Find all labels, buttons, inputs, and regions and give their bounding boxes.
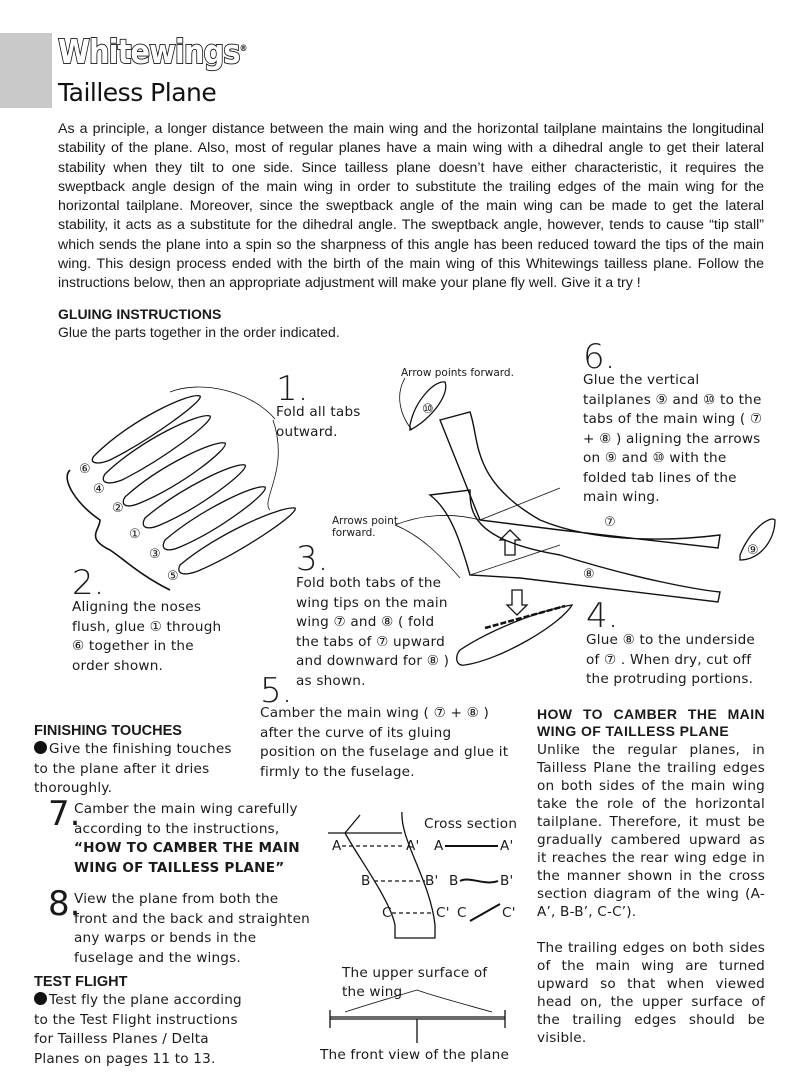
gluing-heading: GLUING INSTRUCTIONS: [58, 306, 222, 322]
label-b-right: B: [449, 873, 459, 889]
label-arrows-forward: Arrows point forward.: [332, 515, 398, 539]
step-7-bold-ref: “HOW TO CAMBER THE MAIN WING OF TAILLESS…: [74, 840, 300, 876]
upper-surface-label: The upper surface of the wing: [342, 965, 488, 1000]
test-flight-bullet: Test fly the plane according to the Test…: [34, 992, 242, 1067]
step-7-text: Camber the main wing carefully according…: [74, 801, 300, 876]
label-c-right: C: [457, 905, 467, 921]
part-10-label: ⑩: [422, 402, 434, 417]
step-8-text: View the plane from both the front and t…: [74, 891, 310, 966]
step-3-number: 3.: [296, 539, 329, 579]
step-1-text: Fold all tabs outward.: [276, 404, 361, 440]
label-a-prime-right: A': [500, 838, 514, 854]
label-b-left: B: [361, 873, 371, 889]
part-2-label: ②: [112, 501, 124, 516]
step-8-number: 8.: [48, 884, 81, 924]
label-b-prime-left: B': [425, 873, 439, 889]
part-3-label: ③: [149, 547, 161, 562]
label-c-left: C: [382, 905, 392, 921]
part-7-label: ⑦: [604, 515, 616, 530]
test-flight-heading: TEST FLIGHT: [34, 974, 128, 990]
finishing-heading: FINISHING TOUCHES: [34, 723, 182, 739]
step-1-number: 1.: [276, 369, 309, 409]
finishing-bullet: Give the finishing touches to the plane …: [34, 741, 232, 796]
cross-section-label: Cross section: [424, 816, 518, 832]
label-b-prime-right: B': [500, 873, 514, 889]
step-4-text: Glue ⑧ to the underside of ⑦ . When dry,…: [586, 632, 755, 687]
part-1-label: ①: [129, 527, 141, 542]
step-6-number: 6.: [583, 337, 616, 377]
step-5-text: Camber the main wing ( ⑦ + ⑧ ) after the…: [260, 705, 509, 780]
part-5-label: ⑤: [167, 569, 179, 584]
header-gray-tab: [0, 33, 52, 108]
label-a-left: A: [332, 838, 342, 854]
front-view-caption: The front view of the plane: [320, 1047, 510, 1063]
step-2-text: Aligning the noses flush, glue ① through…: [72, 599, 222, 674]
step-7-number: 7.: [48, 794, 81, 834]
wing-parts-stack: [66, 377, 776, 1043]
label-arrow-forward: Arrow points forward.: [401, 367, 514, 379]
page-title: Tailless Plane: [58, 78, 217, 107]
label-a-right: A: [434, 838, 444, 854]
part-4-label: ④: [93, 482, 105, 497]
camber-paragraph-2: The trailing edges on both sides of the …: [537, 940, 765, 1046]
bullet-icon: [34, 741, 47, 754]
step-3-text: Fold both tabs of the wing tips on the m…: [296, 575, 450, 689]
label-a-prime-left: A': [406, 838, 420, 854]
camber-paragraph-1: Unlike the regular planes, in Tailless P…: [537, 742, 765, 920]
brand-logo: Whitewings®: [57, 31, 247, 72]
label-c-prime-left: C': [436, 905, 450, 921]
bullet-icon: [34, 992, 47, 1005]
camber-heading: HOW TO CAMBER THE MAIN WING OF TAILLESS …: [537, 706, 765, 739]
intro-paragraph: As a principle, a longer distance betwee…: [58, 121, 764, 292]
part-6-label: ⑥: [79, 462, 91, 477]
part-9-label: ⑨: [747, 543, 759, 558]
label-c-prime-right: C': [502, 905, 516, 921]
step-5-number: 5.: [260, 671, 293, 711]
part-8-label: ⑧: [583, 567, 595, 582]
step-6-text: Glue the vertical tailplanes ⑨ and ⑩ to …: [583, 372, 763, 505]
step-4-number: 4.: [586, 596, 619, 636]
step-2-number: 2.: [72, 563, 105, 603]
gluing-subtext: Glue the parts together in the order ind…: [58, 324, 340, 340]
